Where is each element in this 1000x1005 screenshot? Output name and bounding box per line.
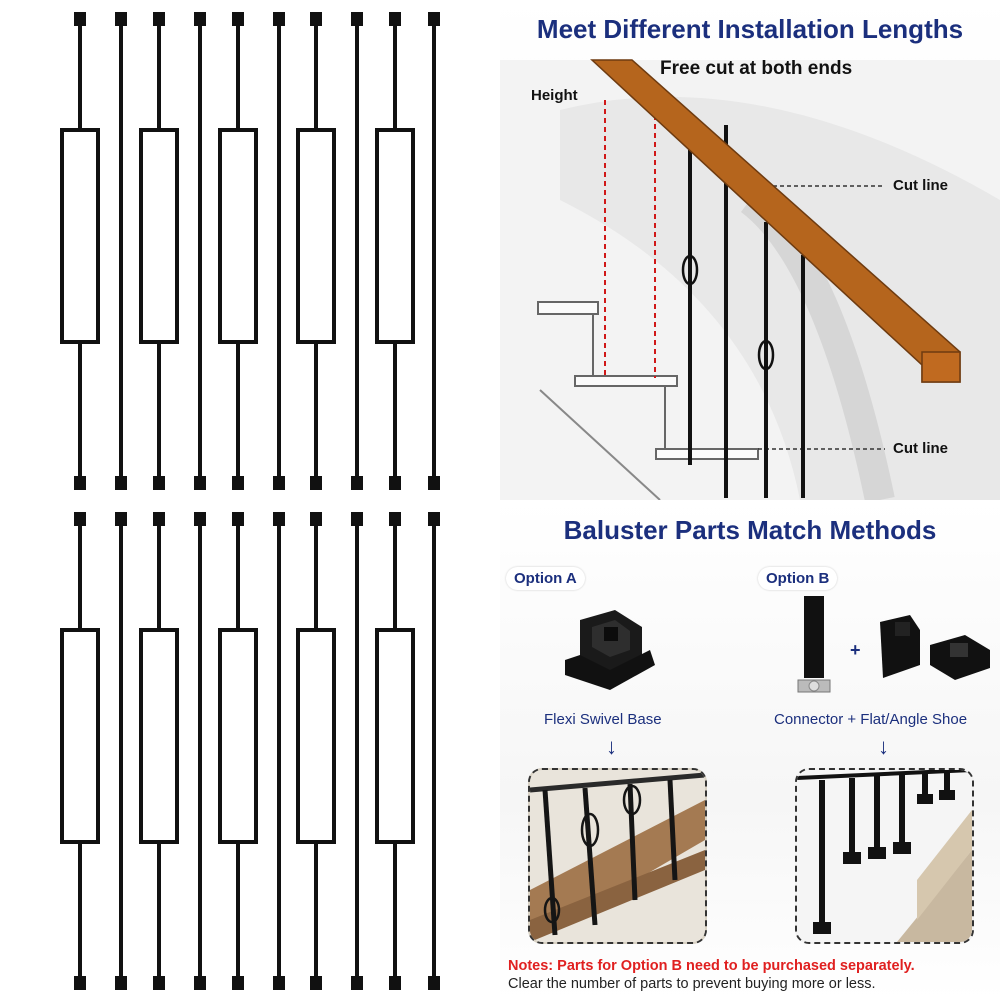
option-a-badge: Option A: [506, 567, 585, 590]
baluster-product-display: [0, 0, 500, 1000]
parts-match-panel: Baluster Parts Match Methods Option A Op…: [500, 500, 1000, 1000]
basket-ornament: [757, 339, 775, 371]
height-label: Height: [531, 87, 578, 104]
baluster-row-bottom: [60, 510, 442, 992]
installation-lengths-panel: Meet Different Installation Lengths Free…: [500, 0, 1000, 500]
option-b-installation-photo: [795, 768, 974, 944]
arrow-down-icon: ↓: [606, 734, 617, 759]
cut-line-upper-label: Cut line: [893, 177, 948, 194]
basket-ornament: [681, 254, 699, 286]
flexi-swivel-base-image: [565, 610, 655, 690]
option-a-installation-photo: [528, 768, 707, 944]
free-cut-label: Free cut at both ends: [660, 58, 853, 79]
plus-sign: +: [850, 640, 861, 660]
cut-line-lower-label: Cut line: [893, 440, 948, 457]
notes: Notes: Parts for Option B need to be pur…: [508, 957, 998, 993]
notes-line-1: Notes: Parts for Option B need to be pur…: [508, 958, 915, 974]
baluster-set-illustration: [60, 10, 442, 992]
staircase-illustration: [500, 59, 1000, 500]
connector-image: [797, 596, 831, 693]
option-b-caption: Connector + Flat/Angle Shoe: [774, 711, 968, 728]
baluster-row-top: [60, 10, 442, 492]
arrow-down-icon: ↓: [878, 734, 889, 759]
installation-lengths-title: Meet Different Installation Lengths: [536, 14, 964, 44]
stair-balusters: [688, 115, 805, 498]
option-a-caption: Flexi Swivel Base: [544, 711, 662, 728]
option-b-badge: Option B: [758, 567, 838, 590]
flat-angle-shoe-image: [880, 615, 990, 680]
parts-match-title: Baluster Parts Match Methods: [563, 515, 937, 545]
info-column: Meet Different Installation Lengths Free…: [500, 0, 1000, 1000]
notes-line-2: Clear the number of parts to prevent buy…: [508, 976, 876, 992]
